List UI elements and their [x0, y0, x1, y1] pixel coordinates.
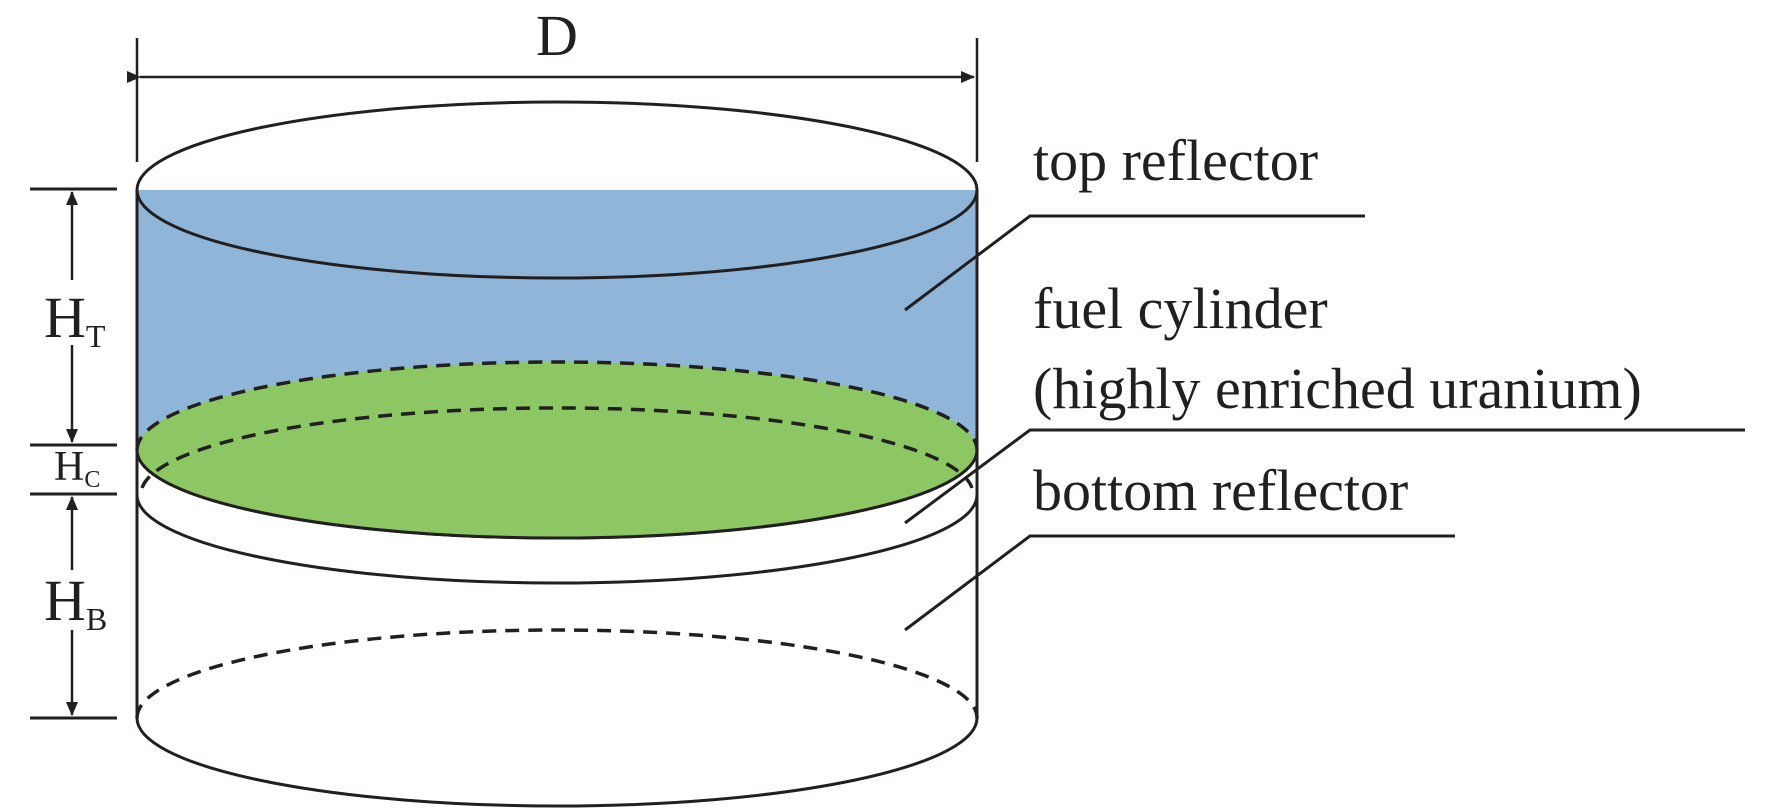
fuel-cylinder-sublabel: (highly enriched uranium)	[1033, 356, 1642, 421]
bottom-hidden-edge	[135, 628, 979, 719]
top-reflector-leader	[904, 214, 1365, 312]
fuel-cylinder-top	[137, 362, 977, 538]
top-reflector-label: top reflector	[1033, 128, 1318, 193]
hc-label: HC	[54, 444, 100, 493]
fuel-bottom-hidden-edge	[140, 406, 974, 489]
top-reflector-cap	[135, 100, 979, 280]
fuel-cylinder-label: fuel cylinder	[1033, 276, 1328, 341]
fuel-top-front-edge	[135, 449, 979, 540]
hb-label: HB	[44, 568, 107, 637]
d-label: D	[536, 3, 578, 68]
ht-label-main: H	[44, 285, 86, 350]
bottom-reflector-label: bottom reflector	[1033, 458, 1408, 523]
hc-label-sub: C	[84, 467, 100, 493]
fuel-top-back-edge	[135, 360, 979, 451]
bottom-reflector-body	[135, 453, 979, 808]
hb-label-sub: B	[86, 601, 107, 637]
fuel-cylinder-leader	[904, 428, 1745, 525]
ht-label: HT	[44, 285, 106, 354]
bottom-reflector-leader	[904, 534, 1455, 632]
ht-label-sub: T	[86, 318, 106, 354]
hc-label-main: H	[54, 444, 84, 490]
hb-label-main: H	[44, 568, 86, 633]
